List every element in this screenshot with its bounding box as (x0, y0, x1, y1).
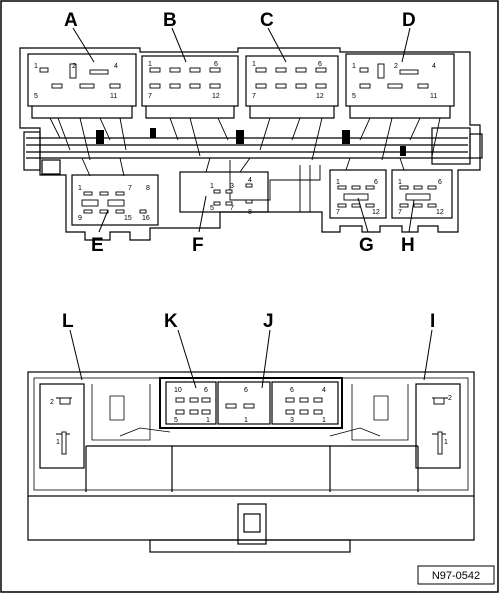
callout-h: H (401, 235, 415, 256)
pin-numbers-bottom: 2 1 10 6 5 1 6 1 6 4 3 1 2 1 (50, 387, 452, 446)
connector-h-housing (391, 169, 453, 219)
connector-e-housing (71, 174, 159, 226)
reference-number: N97-0542 (432, 570, 480, 582)
pin-number: 6 (374, 179, 378, 186)
callout-b: B (163, 10, 177, 31)
pin-number: 10 (174, 387, 182, 394)
pin-number: 12 (212, 93, 220, 100)
connector-d-housing (345, 53, 455, 107)
connector-k-housing (165, 381, 217, 425)
pin-number: 1 (444, 439, 448, 446)
pin-number: 7 (148, 93, 152, 100)
callout-f: F (192, 235, 204, 256)
upper-fuse-box (19, 47, 483, 241)
pin-number: 5 (210, 205, 214, 212)
pin-number: 5 (174, 417, 178, 424)
pin-number: 12 (372, 209, 380, 216)
pin-number: 5 (352, 93, 356, 100)
relay-pin-slots (59, 397, 445, 455)
pin-number: 6 (318, 61, 322, 68)
connector-c-housing (245, 55, 339, 107)
pin-number: 1 (148, 61, 152, 68)
pin-numbers-top: 1 2 4 5 11 1 6 7 12 1 6 7 12 1 2 4 5 11 … (34, 61, 444, 222)
pin-number: 15 (124, 215, 132, 222)
pin-number: 2 (394, 63, 398, 70)
pin-number: 4 (248, 177, 252, 184)
connector-l-housing (39, 383, 85, 469)
connector-g-housing (329, 169, 387, 219)
connector-b-housing (141, 55, 239, 107)
pin-number: 1 (56, 439, 60, 446)
connector-j-housing (271, 381, 339, 425)
pin-number: 7 (398, 209, 402, 216)
mid-module-housing (217, 381, 271, 425)
pin-number: 1 (352, 63, 356, 70)
pin-number: 1 (398, 179, 402, 186)
pin-number: 4 (322, 387, 326, 394)
pin-number: 1 (336, 179, 340, 186)
pin-number: 11 (110, 93, 117, 100)
callouts-bottom: L K J I (62, 311, 435, 332)
pin-number: 9 (78, 215, 82, 222)
callout-a: A (64, 10, 78, 31)
connector-f-housing (179, 171, 269, 213)
pin-number: 3 (230, 183, 234, 190)
leader-lines-bottom (69, 329, 433, 389)
pin-number: 1 (252, 61, 256, 68)
callout-e: E (91, 235, 104, 256)
pin-number: 8 (146, 185, 150, 192)
pin-number: 1 (78, 185, 82, 192)
pin-number: 12 (436, 209, 444, 216)
pin-number: 7 (336, 209, 340, 216)
callout-i: I (430, 311, 435, 332)
pin-number: 1 (210, 183, 214, 190)
pin-number: 1 (322, 417, 326, 424)
pin-number: 2 (448, 395, 452, 402)
pin-number: 1 (206, 417, 210, 424)
callout-c: C (260, 10, 274, 31)
pin-number: 7 (230, 205, 234, 212)
pin-number: 2 (72, 63, 76, 70)
pin-number: 3 (290, 417, 294, 424)
pin-number: 7 (128, 185, 132, 192)
pin-number: 16 (142, 215, 150, 222)
pin-number: 6 (214, 61, 218, 68)
cable-clips (96, 128, 406, 156)
callouts-top: A B C D E F G H (64, 10, 416, 256)
callout-g: G (359, 235, 374, 256)
pin-number: 4 (432, 63, 436, 70)
connector-i-housing (415, 383, 461, 469)
callout-l: L (62, 311, 74, 332)
callout-d: D (402, 10, 416, 31)
callout-j: J (263, 311, 274, 332)
pin-number: 8 (248, 209, 252, 216)
pin-number: 1 (34, 63, 38, 70)
pin-number: 4 (114, 63, 118, 70)
pin-number: 6 (290, 387, 294, 394)
connector-pin-slots (39, 63, 437, 214)
pin-number: 5 (34, 93, 38, 100)
pin-number: 6 (204, 387, 208, 394)
pin-number: 6 (244, 387, 248, 394)
lower-relay-panel (27, 371, 475, 553)
connector-a-housing (27, 53, 137, 107)
pin-number: 7 (252, 93, 256, 100)
reference-box (417, 565, 495, 585)
pin-number: 11 (430, 93, 437, 100)
pin-number: 12 (316, 93, 324, 100)
pin-number: 6 (438, 179, 442, 186)
pin-number: 1 (244, 417, 248, 424)
callout-k: K (164, 311, 178, 332)
leader-lines-top (72, 27, 415, 233)
pin-number: 2 (50, 399, 54, 406)
